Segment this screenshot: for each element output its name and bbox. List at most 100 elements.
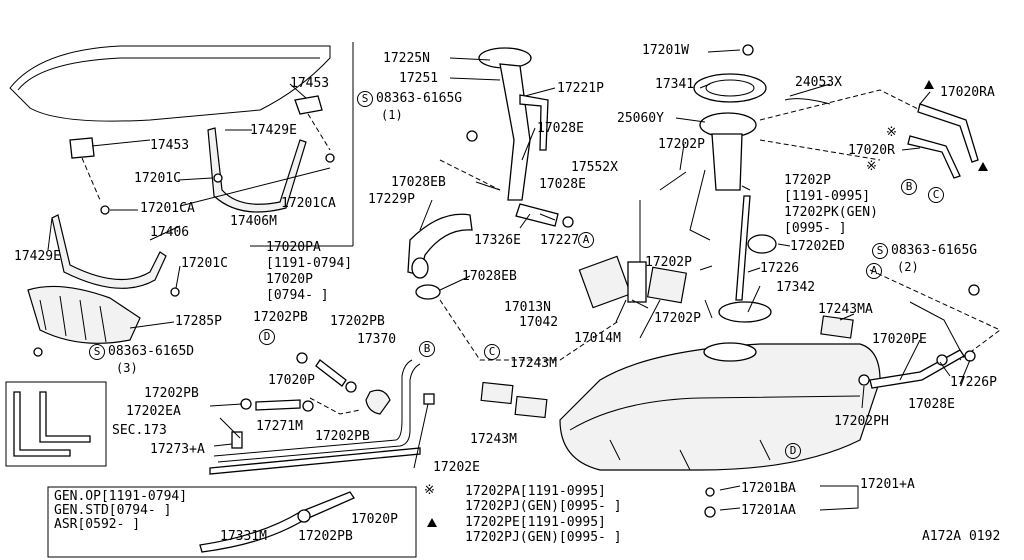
- pad-17243M-b: [514, 395, 548, 419]
- guide-dash: [759, 89, 921, 161]
- label-17013N: 17013N: [504, 300, 551, 315]
- gen-variant-box: [47, 486, 417, 558]
- tank-ribs: [609, 439, 771, 471]
- pad-17243M-a: [480, 381, 514, 405]
- bolt: [170, 287, 180, 297]
- label-17028E-a: 17028E: [537, 121, 584, 136]
- ref-B-icon: B: [901, 179, 917, 195]
- strap-17406M: [207, 127, 307, 213]
- line-B: [217, 363, 421, 463]
- label-gen-op: GEN.OP[1191-0794]: [54, 489, 188, 504]
- label-08363-6165G-1: 08363-6165G: [376, 91, 463, 106]
- label-17042: 17042: [519, 315, 559, 330]
- breather-tube: [519, 94, 549, 151]
- tube-17020RA: [917, 103, 979, 163]
- hose-sec173-a: [13, 391, 71, 457]
- guide-dash: [869, 269, 1001, 361]
- label-17020RA: 17020RA: [940, 85, 995, 100]
- label-17227: 17227: [540, 233, 580, 248]
- label-17285P: 17285P: [175, 314, 222, 329]
- tube-17227: [515, 203, 559, 227]
- label-08363-6165G-2-qty: (2): [897, 260, 919, 274]
- pump-body: [711, 133, 743, 191]
- label-17202PB-a: 17202PB: [253, 310, 308, 325]
- label-17453-b: 17453: [150, 138, 190, 153]
- label-17226P: 17226P: [950, 375, 997, 390]
- ref-C-icon: C: [484, 344, 500, 360]
- bolt-17201W: [742, 44, 754, 56]
- label-note1a: 17202PA[1191-0995]: [465, 484, 606, 499]
- label-17202PK-date: [0995- ]: [784, 221, 847, 236]
- canister-17370: [365, 389, 391, 415]
- label-17342: 17342: [776, 280, 816, 295]
- label-17251: 17251: [399, 71, 439, 86]
- label-17552X: 17552X: [571, 160, 618, 175]
- ref-B-icon: B: [419, 341, 435, 357]
- bolt: [213, 173, 223, 183]
- label-17202P-d: 17202P: [654, 311, 701, 326]
- label-17225N: 17225N: [383, 51, 430, 66]
- tank-seam: [569, 395, 861, 431]
- label-17370: 17370: [357, 332, 397, 347]
- hose-17020PA: [315, 359, 347, 387]
- clip-17202PB-gen: [297, 509, 311, 523]
- bracket-17013N: [578, 255, 632, 309]
- leaders: [47, 83, 429, 469]
- label-25060Y: 25060Y: [617, 111, 664, 126]
- label-17020R: 17020R: [848, 143, 895, 158]
- label-17020P-c: 17020P: [351, 512, 398, 527]
- triangle-note-icon: [427, 518, 437, 527]
- leader-dash: [309, 397, 361, 415]
- label-08363-6165G-2: 08363-6165G: [891, 243, 978, 258]
- strap-17406: [51, 214, 167, 289]
- sender-arm: [689, 169, 711, 241]
- lock-ring-inner: [705, 79, 755, 97]
- bracket-17453-left: [69, 137, 95, 159]
- hose-17229P: [407, 213, 473, 276]
- diagram-reference-code: A172A 0192: [922, 529, 1001, 544]
- clip-17202ED: [747, 234, 777, 254]
- washer-17201BA: [705, 487, 715, 497]
- label-17201CA-a: 17201CA: [140, 201, 195, 216]
- label-17028EB-b: 17028EB: [462, 269, 517, 284]
- label-17020P-b: 17020P: [268, 373, 315, 388]
- label-17202P-b-date: [1191-0995]: [784, 189, 871, 204]
- tube-17020P-gen: [199, 491, 355, 553]
- label-17271M: 17271M: [256, 419, 303, 434]
- tube-17271M: [209, 447, 421, 475]
- leaders: [419, 57, 556, 291]
- ref-A-icon: A: [866, 263, 882, 279]
- hose-17020P: [255, 399, 301, 411]
- label-17406M: 17406M: [230, 214, 277, 229]
- ref-D-icon: D: [259, 329, 275, 345]
- filter-17014M: [646, 266, 688, 304]
- label-17202P-a: 17202P: [658, 137, 705, 152]
- label-17020PE: 17020PE: [872, 332, 927, 347]
- label-17202P-b: 17202P: [784, 173, 831, 188]
- clamp-17028E-right: [936, 354, 948, 366]
- label-08363-6165D-qty: (3): [116, 361, 138, 375]
- star-note-icon: ※: [424, 483, 435, 498]
- label-08363-6165D: 08363-6165D: [108, 344, 195, 359]
- label-17331M: 17331M: [220, 529, 267, 544]
- bolt-08363-6165G: [968, 284, 980, 296]
- clip: [240, 398, 252, 410]
- pump-17042: [627, 261, 647, 303]
- bolt: [100, 205, 110, 215]
- hose-sec173-b: [39, 391, 91, 443]
- tube-17020PE-upper: [909, 301, 961, 351]
- ref-A-icon: A: [578, 232, 594, 248]
- label-17201W: 17201W: [642, 43, 689, 58]
- clamp-17028E: [562, 216, 574, 228]
- body-panel-inner: [17, 57, 320, 91]
- label-17028E-b: 17028E: [539, 177, 586, 192]
- wire-24053X: [784, 98, 831, 105]
- triangle-note-icon: [978, 162, 988, 171]
- label-17202E: 17202E: [433, 460, 480, 475]
- pad-17243MA: [820, 315, 854, 339]
- bolt-08363-6165G-left: [466, 130, 478, 142]
- ref-D-icon: D: [785, 443, 801, 459]
- label-17341: 17341: [655, 77, 695, 92]
- body-panel-outline: [9, 45, 331, 122]
- hose-end: [411, 257, 429, 279]
